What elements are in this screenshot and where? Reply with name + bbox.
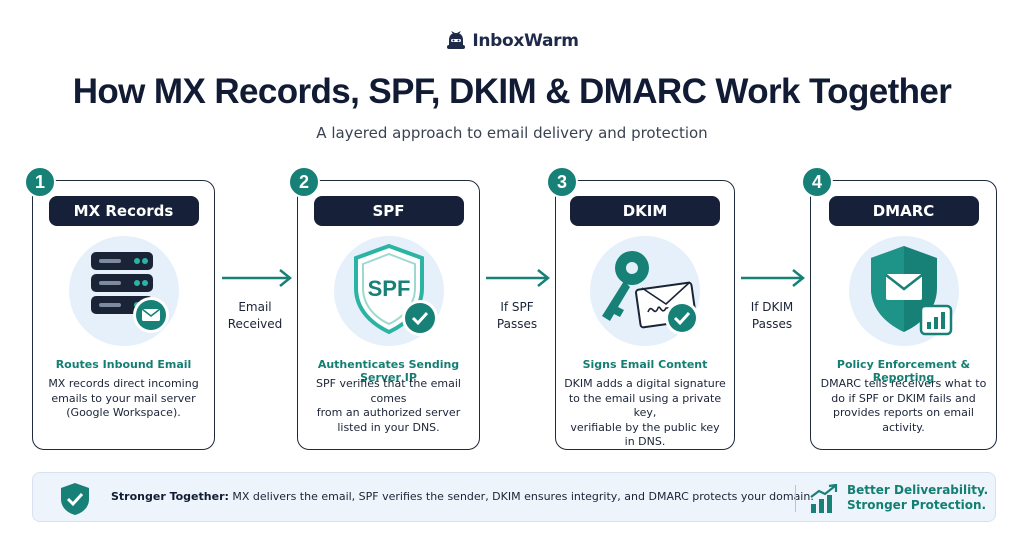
key-illustration: [590, 236, 700, 346]
divider: [795, 485, 796, 512]
key-signature-icon: [602, 251, 699, 335]
arrow-right-icon: [222, 269, 293, 287]
shield-mail-icon: [870, 246, 952, 336]
card-summary: Authenticates Sending Server IP: [317, 358, 460, 384]
shield-illustration: SPF: [333, 236, 444, 346]
step-badge-2: 2: [288, 166, 320, 198]
card-mx-records: MX Records Routes Inbound Email MX recor…: [32, 180, 215, 450]
arrow-right-icon: [486, 269, 551, 287]
step-badge-4: 4: [801, 166, 833, 198]
card-summary: Signs Email Content: [582, 358, 708, 371]
card-spf: SPF SPF Authenticates Sending Server IP …: [297, 180, 480, 450]
card-summary: Policy Enforcement & Reporting: [836, 358, 971, 384]
step-badge-3: 3: [546, 166, 578, 198]
svg-text:SPF: SPF: [367, 276, 410, 301]
brand-name: InboxWarm: [472, 31, 579, 51]
summary-banner: Stronger Together: MX delivers the email…: [32, 472, 996, 522]
page-subtitle: A layered approach to email delivery and…: [316, 124, 708, 142]
benefits-text: Better Deliverability.Stronger Protectio…: [847, 483, 989, 512]
card-dmarc: DMARC Policy Enforcement & Reporting DMA…: [810, 180, 997, 450]
step-badge-1: 1: [24, 166, 56, 198]
card-dkim: DKIM Signs Email Content DKIM adds a dig…: [555, 180, 735, 450]
server-illustration: [68, 236, 179, 346]
shield-check-icon: [61, 483, 89, 515]
summary-text: Stronger Together: MX delivers the email…: [111, 490, 814, 503]
card-heading: SPF: [313, 196, 464, 226]
card-heading: MX Records: [48, 196, 199, 226]
growth-chart-icon: [810, 484, 838, 513]
arrow-right-icon: [741, 269, 806, 287]
card-summary: Routes Inbound Email: [55, 358, 192, 371]
mascot-icon: [447, 31, 466, 49]
dmarc-illustration: [848, 236, 959, 346]
server-icon: [90, 252, 169, 333]
brand-logo: InboxWarm: [0, 30, 1024, 52]
page-title: How MX Records, SPF, DKIM & DMARC Work T…: [72, 72, 952, 111]
shield-check-icon: SPF: [353, 243, 438, 336]
card-heading: DMARC: [828, 196, 979, 226]
card-heading: DKIM: [570, 196, 720, 226]
